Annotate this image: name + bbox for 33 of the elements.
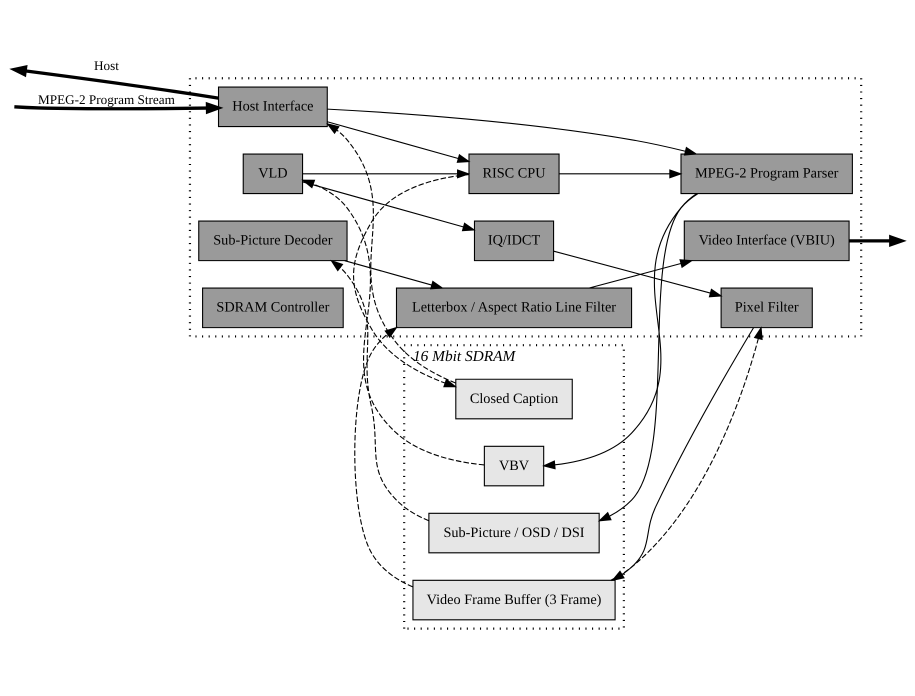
edge-label: MPEG-2 Program Stream xyxy=(38,92,174,107)
arrow xyxy=(848,234,906,246)
arrow xyxy=(344,260,444,289)
node-box: RISC CPU xyxy=(468,153,560,194)
node-box: IQ/IDCT xyxy=(473,220,554,261)
arrow xyxy=(330,259,429,521)
node-box: Letterbox / Aspect Ratio Line Filter xyxy=(395,287,632,328)
node-box: Video Interface (VBIU) xyxy=(683,220,850,261)
arrow xyxy=(300,179,484,465)
arrow xyxy=(302,180,476,231)
arrow xyxy=(542,192,698,469)
node-box: Sub-Picture / OSD / DSI xyxy=(428,512,600,553)
node-box: VBV xyxy=(483,445,544,486)
arrow xyxy=(14,101,223,114)
arrow xyxy=(8,64,218,100)
arrow xyxy=(553,250,722,297)
edge-label: Host xyxy=(94,58,118,73)
arrow xyxy=(326,108,698,156)
arrow xyxy=(326,122,456,384)
node-box: Sub-Picture Decoder xyxy=(198,220,348,261)
arrow xyxy=(558,168,682,178)
node-box: MPEG-2 Program Parser xyxy=(680,153,852,194)
arrow xyxy=(352,173,468,387)
arrow xyxy=(326,120,470,162)
arrow xyxy=(588,258,693,288)
node-box: Closed Caption xyxy=(454,378,572,419)
arrow xyxy=(354,326,413,587)
node-box: Video Frame Buffer (3 Frame) xyxy=(412,579,616,620)
node-box: Host Interface xyxy=(217,86,328,127)
node-box: SDRAM Controller xyxy=(202,287,344,328)
node-box: Pixel Filter xyxy=(720,287,812,328)
arrow xyxy=(597,192,696,522)
node-box: VLD xyxy=(242,153,303,194)
